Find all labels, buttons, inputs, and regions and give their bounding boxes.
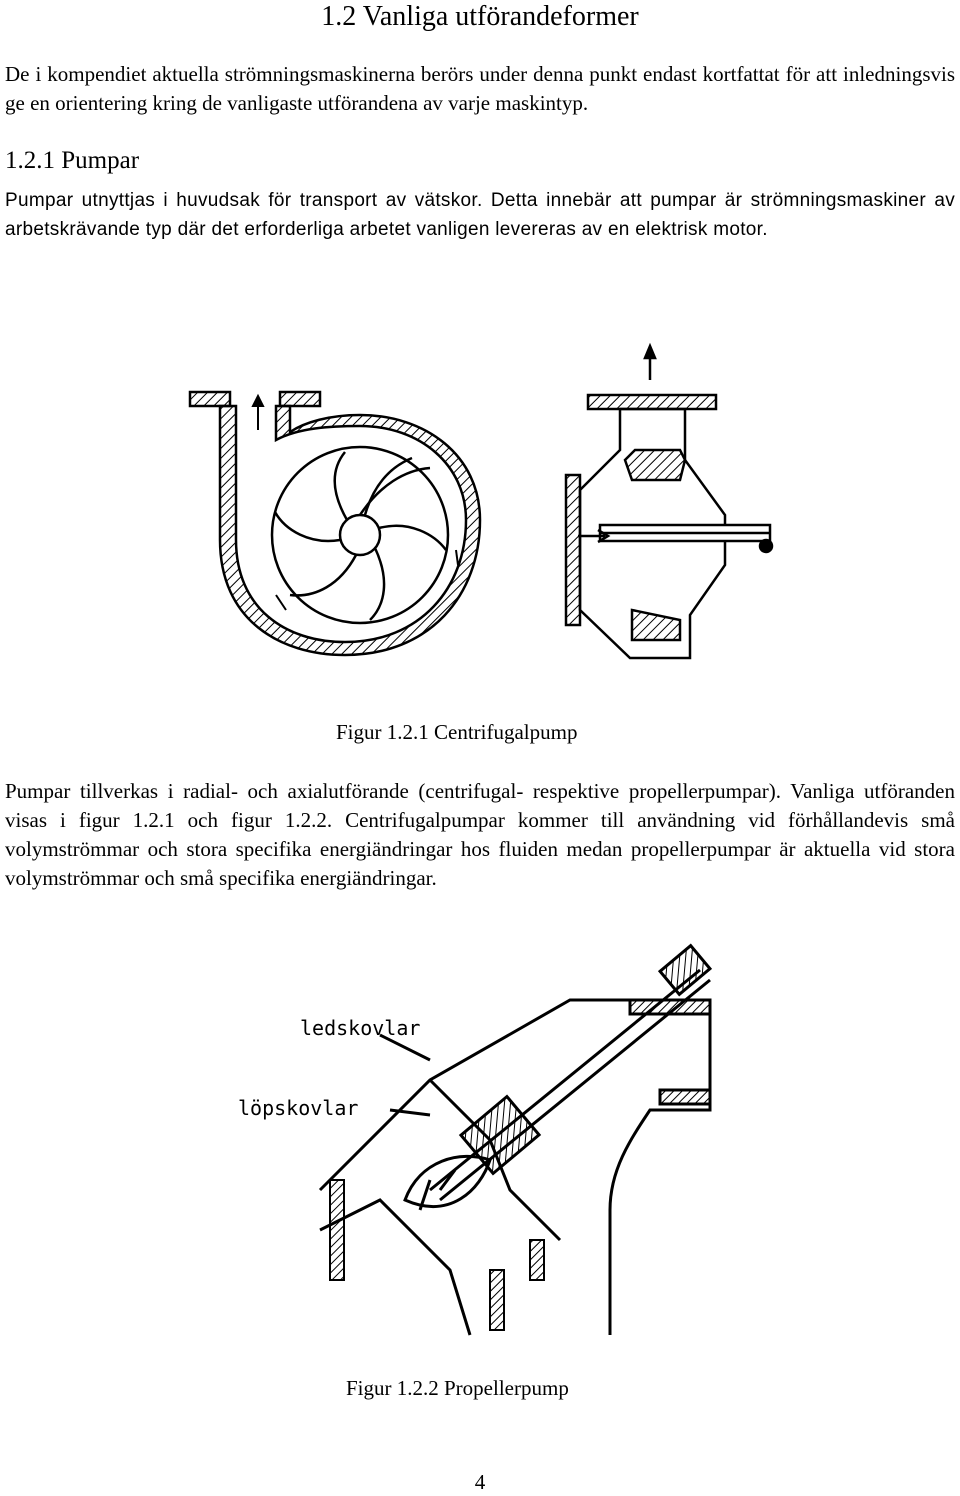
impeller [270, 445, 450, 625]
drive-shaft [429, 943, 713, 1202]
propeller-pump-figure: ledskovlar löpskovlar [238, 943, 713, 1336]
body-paragraph: Pumpar tillverkas i radial- och axialutf… [5, 779, 955, 890]
figure-2-caption: Figur 1.2.2 Propellerpump [346, 1376, 569, 1400]
intro-paragraph: De i kompendiet aktuella strömningsmaski… [5, 62, 955, 115]
page-number: 4 [474, 1470, 486, 1494]
guide-vane-hatching [329, 1179, 545, 1331]
section-title: 1.2 Vanliga utförandeformer [321, 1, 639, 32]
pump-body [318, 998, 712, 1336]
volute-casing [188, 390, 482, 657]
figure-1-caption: Figur 1.2.1 Centrifugalpump [336, 720, 578, 744]
label-ledskovlar: ledskovlar [300, 1016, 420, 1040]
centrifugal-pump-figure [188, 342, 774, 660]
label-lopskovlar: löpskovlar [238, 1096, 358, 1120]
flow-arrows [251, 393, 459, 611]
pump-side-section [564, 342, 774, 660]
propeller-hub [403, 1154, 492, 1211]
subsection-heading: 1.2.1 Pumpar [5, 147, 140, 174]
pumps-paragraph: Pumpar utnyttjas i huvudsak för transpor… [5, 190, 955, 240]
